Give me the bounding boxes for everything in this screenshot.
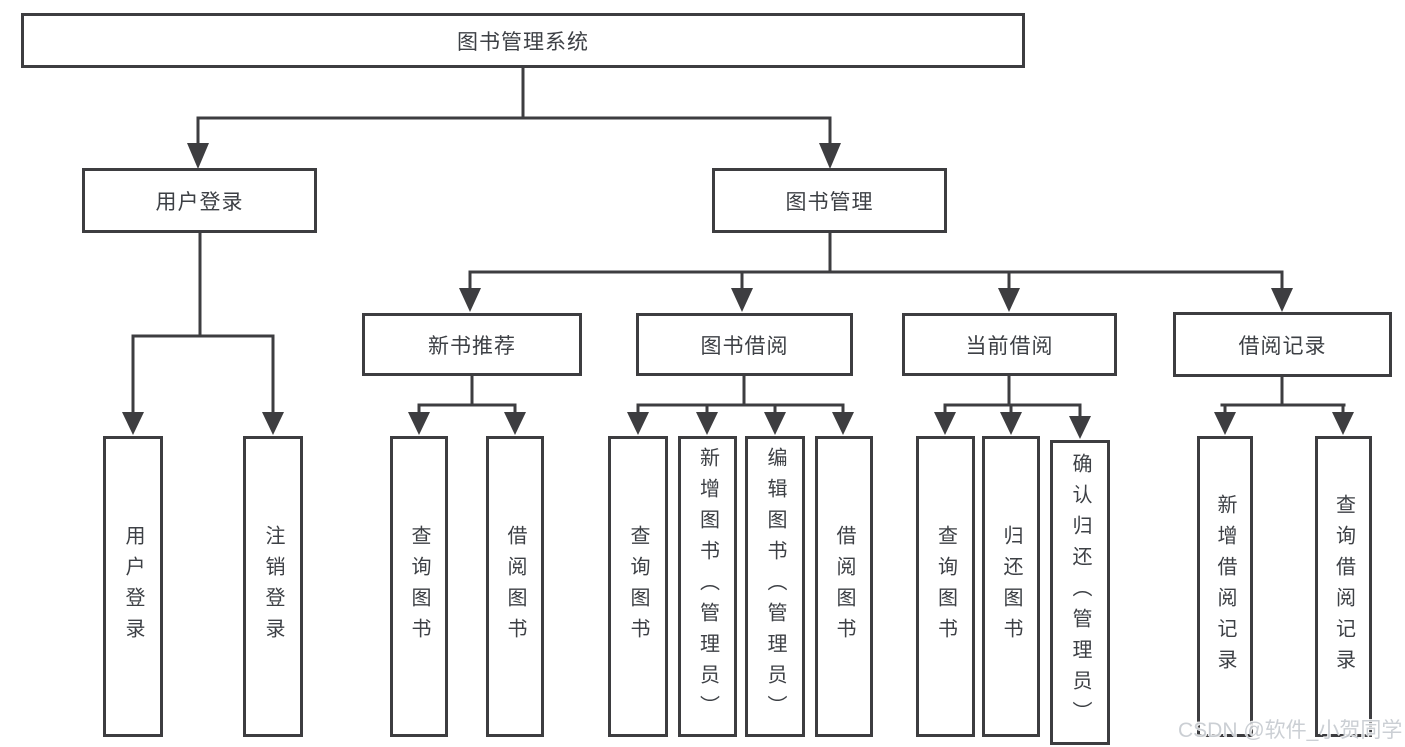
node-borrow-records-label: 借阅记录 bbox=[1238, 334, 1327, 358]
leaf-logout: 注销登录 bbox=[243, 436, 303, 737]
leaf-borrow-query-books: 查询图书 bbox=[608, 436, 668, 737]
csdn-watermark: CSDN @软件_小贺同学 bbox=[1178, 719, 1403, 742]
leaf-records-query-record-label: 查询借阅记录 bbox=[1332, 493, 1355, 680]
node-new-book-recommend-label: 新书推荐 bbox=[428, 334, 516, 358]
leaf-borrow-query-books-label: 查询图书 bbox=[627, 524, 649, 649]
node-new-book-recommend: 新书推荐 bbox=[362, 313, 582, 376]
leaf-borrow-borrow-books: 借阅图书 bbox=[815, 436, 873, 737]
leaf-current-confirm-return-admin-label: 确认归还（管理员） bbox=[1069, 453, 1091, 732]
node-book-borrow: 图书借阅 bbox=[636, 313, 853, 376]
leaf-recommend-query-books-label: 查询图书 bbox=[408, 524, 430, 649]
leaf-records-add-record: 新增借阅记录 bbox=[1197, 436, 1253, 737]
leaf-borrow-edit-books-admin: 编辑图书（管理员） bbox=[745, 436, 805, 737]
leaf-current-confirm-return-admin: 确认归还（管理员） bbox=[1050, 440, 1110, 745]
leaf-user-login: 用户登录 bbox=[103, 436, 163, 737]
leaf-borrow-edit-books-admin-label: 编辑图书（管理员） bbox=[764, 447, 786, 726]
leaf-borrow-add-books-admin: 新增图书（管理员） bbox=[678, 436, 737, 737]
node-borrow-records: 借阅记录 bbox=[1173, 312, 1392, 377]
node-user-login: 用户登录 bbox=[82, 168, 317, 233]
leaf-borrow-borrow-books-label: 借阅图书 bbox=[833, 524, 855, 649]
node-current-borrow: 当前借阅 bbox=[902, 313, 1117, 376]
leaf-user-login-label: 用户登录 bbox=[122, 524, 144, 649]
leaf-records-query-record: 查询借阅记录 bbox=[1315, 436, 1372, 737]
leaf-current-return-books-label: 归还图书 bbox=[1000, 524, 1022, 649]
leaf-records-add-record-label: 新增借阅记录 bbox=[1214, 493, 1236, 680]
node-book-management-label: 图书管理 bbox=[785, 190, 874, 214]
node-book-borrow-label: 图书借阅 bbox=[700, 334, 789, 358]
node-book-management: 图书管理 bbox=[712, 168, 947, 233]
leaf-current-query-books: 查询图书 bbox=[916, 436, 975, 737]
leaf-recommend-borrow-books-label: 借阅图书 bbox=[504, 524, 526, 649]
leaf-borrow-add-books-admin-label: 新增图书（管理员） bbox=[696, 447, 719, 726]
leaf-current-query-books-label: 查询图书 bbox=[934, 524, 957, 649]
leaf-logout-label: 注销登录 bbox=[262, 524, 284, 649]
node-library-system-label: 图书管理系统 bbox=[457, 30, 589, 54]
leaf-recommend-borrow-books: 借阅图书 bbox=[486, 436, 544, 737]
leaf-current-return-books: 归还图书 bbox=[982, 436, 1040, 737]
node-user-login-label: 用户登录 bbox=[155, 190, 244, 214]
node-current-borrow-label: 当前借阅 bbox=[965, 334, 1054, 358]
node-library-system: 图书管理系统 bbox=[21, 13, 1025, 68]
leaf-recommend-query-books: 查询图书 bbox=[390, 436, 448, 737]
